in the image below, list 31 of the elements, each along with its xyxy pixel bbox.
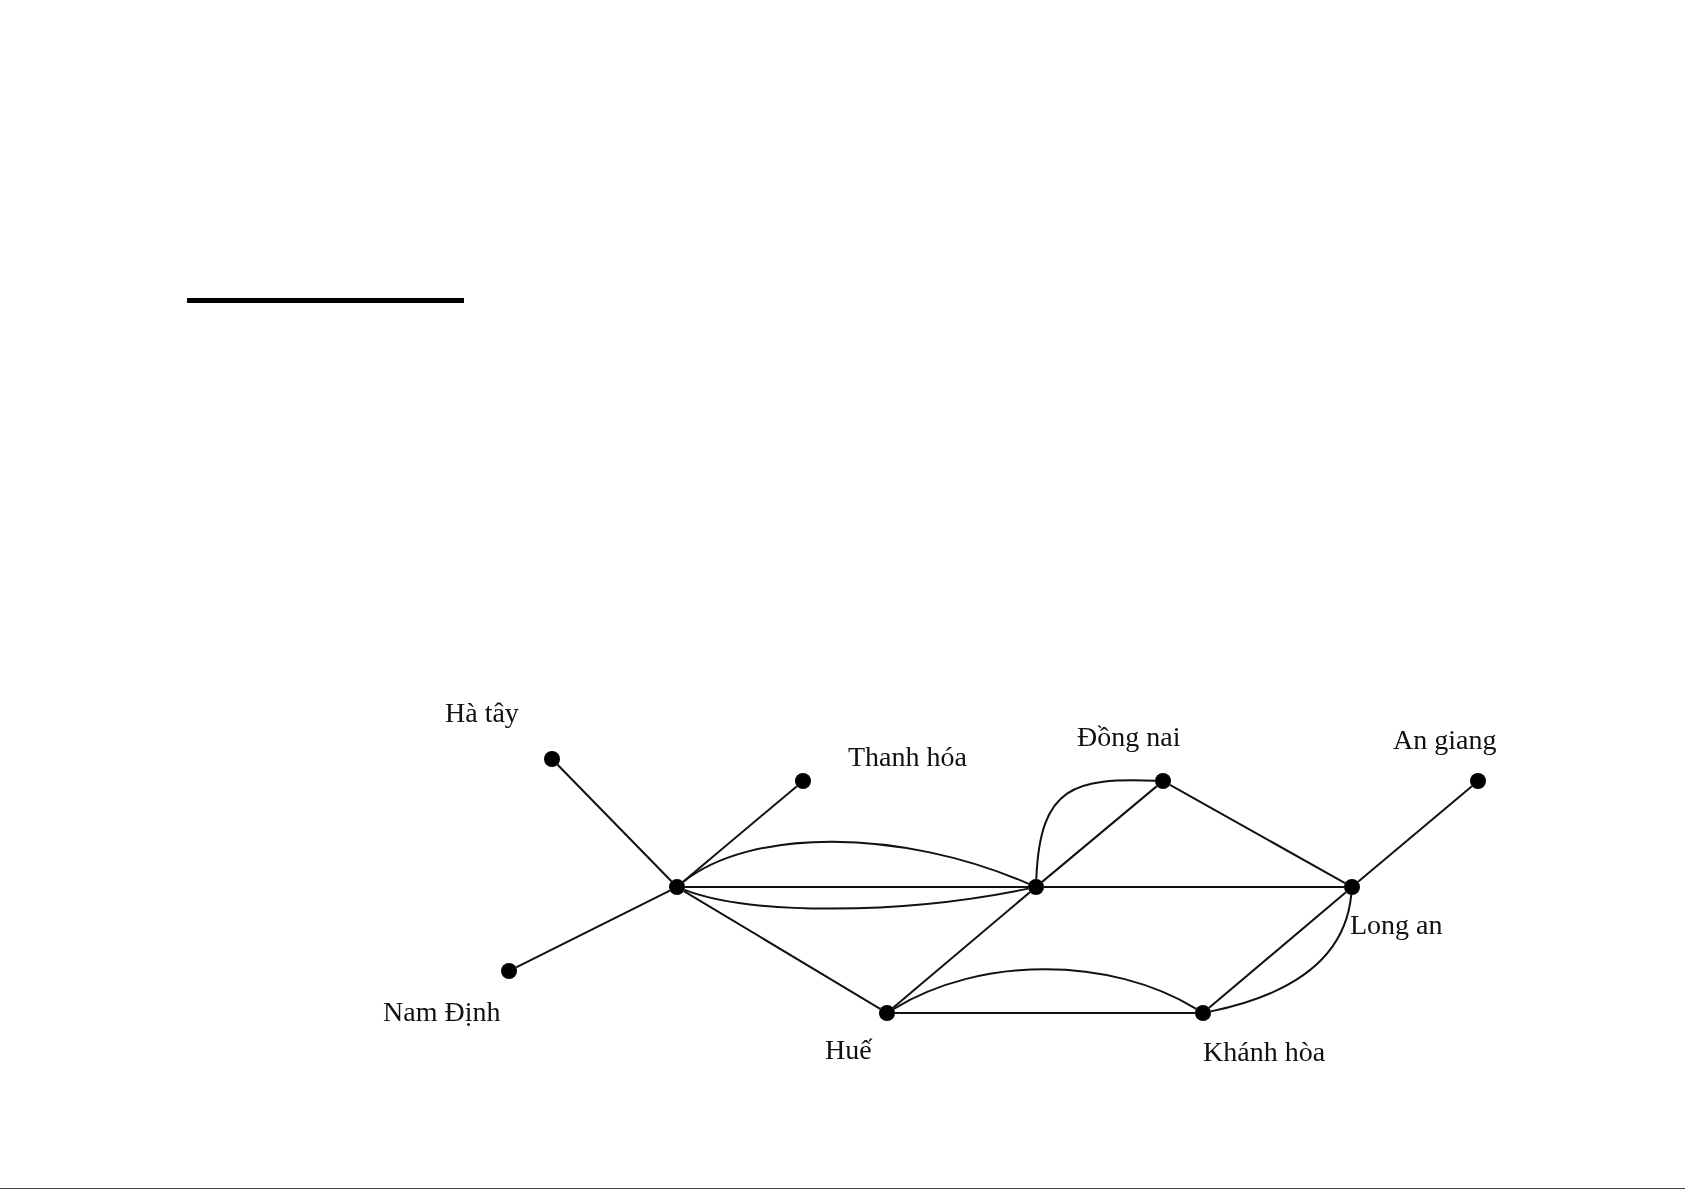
connector-line bbox=[892, 891, 1031, 1009]
connector-line bbox=[556, 763, 673, 883]
vertex-dot bbox=[501, 963, 517, 979]
connector-line bbox=[1169, 783, 1346, 885]
place-label: Hà tây bbox=[445, 696, 519, 730]
vertex-dot bbox=[879, 1005, 895, 1021]
vertex-dot bbox=[1028, 879, 1044, 895]
place-label: Khánh hòa bbox=[1203, 1035, 1326, 1069]
connector-line bbox=[682, 890, 882, 1010]
place-label: Thanh hóa bbox=[848, 740, 967, 774]
vertex-dot bbox=[795, 773, 811, 789]
vertex-dot bbox=[544, 751, 560, 767]
connector-line bbox=[515, 889, 671, 969]
connector-line bbox=[682, 840, 1030, 885]
place-label: An giang bbox=[1393, 723, 1497, 757]
place-label: Long an bbox=[1350, 908, 1443, 942]
connector-line bbox=[1357, 785, 1473, 883]
vertex-dot bbox=[1195, 1005, 1211, 1021]
connector-line bbox=[892, 968, 1198, 1010]
place-label: Huế bbox=[825, 1033, 872, 1067]
connector-line bbox=[1043, 886, 1345, 888]
place-label: Đồng nai bbox=[1077, 720, 1181, 754]
connector-line bbox=[684, 886, 1029, 888]
connector-line bbox=[683, 887, 1030, 910]
vertex-dot bbox=[1155, 773, 1171, 789]
connector-line bbox=[894, 1012, 1196, 1014]
place-label: Nam Định bbox=[383, 995, 501, 1029]
connector-line bbox=[682, 785, 798, 883]
vertex-dot bbox=[1470, 773, 1486, 789]
vertex-dot bbox=[1344, 879, 1360, 895]
vertex-dot bbox=[669, 879, 685, 895]
